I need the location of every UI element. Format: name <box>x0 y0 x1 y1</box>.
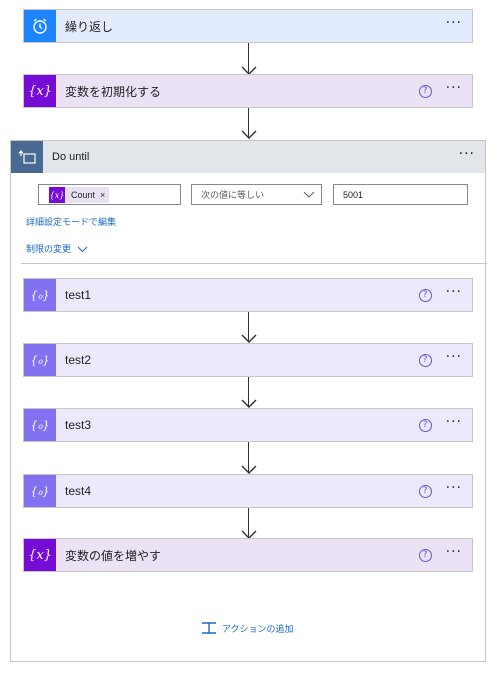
initialize-variable-more-button[interactable]: ··· <box>445 80 462 96</box>
variable-icon: {x} <box>49 187 65 203</box>
set-variable-icon: {ℴ} <box>24 344 56 376</box>
help-icon[interactable]: ? <box>418 548 432 562</box>
action-more-button[interactable]: ··· <box>445 284 462 300</box>
action-more-button[interactable]: ··· <box>445 414 462 430</box>
variable-icon: {x} <box>24 75 56 107</box>
help-icon[interactable]: ? <box>418 288 432 302</box>
recurrence-action-card[interactable]: 繰り返し ··· <box>23 9 473 43</box>
token-remove-button[interactable]: × <box>100 190 106 200</box>
increment-variable-card[interactable]: {x} 変数の値を増やす ? ··· <box>23 538 473 572</box>
chevron-down-icon <box>77 246 88 252</box>
connector-arrow <box>239 442 259 475</box>
action-title: test2 <box>65 353 92 367</box>
recurrence-title: 繰り返し <box>65 19 114 34</box>
insert-action-icon <box>202 622 216 634</box>
connector-arrow <box>239 43 259 76</box>
set-variable-icon: {ℴ} <box>24 475 56 507</box>
connector-arrow <box>239 108 259 140</box>
condition-value-text: 5001 <box>343 189 364 200</box>
condition-operator-select[interactable]: 次の値に等しい <box>191 184 322 205</box>
help-icon[interactable]: ? <box>418 353 432 367</box>
condition-value-input[interactable]: 5001 <box>333 184 468 205</box>
action-title: test4 <box>65 484 92 498</box>
condition-left-field[interactable]: {x} Count × <box>38 184 181 205</box>
action-more-button[interactable]: ··· <box>445 544 462 560</box>
add-action-label: アクションの追加 <box>222 623 294 634</box>
do-until-title: Do until <box>52 151 90 163</box>
alarm-clock-icon <box>24 10 56 42</box>
action-more-button[interactable]: ··· <box>445 349 462 365</box>
help-icon[interactable]: ? <box>418 418 432 432</box>
do-until-more-button[interactable]: ··· <box>458 146 475 162</box>
connector-arrow <box>239 377 259 409</box>
test1-action-card[interactable]: {ℴ} test1 ? ··· <box>23 278 473 312</box>
help-icon[interactable]: ? <box>418 484 432 498</box>
count-token: {x} Count × <box>49 187 110 203</box>
test4-action-card[interactable]: {ℴ} test4 ? ··· <box>23 474 473 508</box>
action-title: test3 <box>65 418 92 432</box>
set-variable-icon: {ℴ} <box>24 409 56 441</box>
divider <box>21 263 487 264</box>
test2-action-card[interactable]: {ℴ} test2 ? ··· <box>23 343 473 377</box>
chevron-down-icon <box>303 191 315 198</box>
do-until-header[interactable]: Do until ··· <box>11 141 485 173</box>
change-limits-label: 制限の変更 <box>26 244 72 254</box>
action-title: 変数の値を増やす <box>65 548 162 563</box>
initialize-variable-card[interactable]: {x} 変数を初期化する ? ··· <box>23 74 473 108</box>
change-limits-link[interactable]: 制限の変更 <box>26 242 88 255</box>
initialize-variable-title: 変数を初期化する <box>65 84 162 99</box>
connector-arrow <box>239 312 259 344</box>
do-until-container: Do until ··· {x} Count × 次の値に等しい 5001 詳細… <box>10 140 487 662</box>
action-more-button[interactable]: ··· <box>445 480 462 496</box>
action-title: test1 <box>65 288 92 302</box>
help-icon[interactable]: ? <box>418 84 432 98</box>
set-variable-icon: {ℴ} <box>24 279 56 311</box>
operator-label: 次の値に等しい <box>201 190 265 200</box>
connector-arrow <box>239 508 259 540</box>
loop-icon <box>11 141 43 173</box>
recurrence-more-button[interactable]: ··· <box>445 15 462 31</box>
token-label: Count <box>71 190 96 200</box>
test3-action-card[interactable]: {ℴ} test3 ? ··· <box>23 408 473 442</box>
advanced-mode-link[interactable]: 詳細設定モードで編集 <box>26 217 117 227</box>
add-action-button[interactable]: アクションの追加 <box>201 621 294 635</box>
variable-icon: {x} <box>24 539 56 571</box>
